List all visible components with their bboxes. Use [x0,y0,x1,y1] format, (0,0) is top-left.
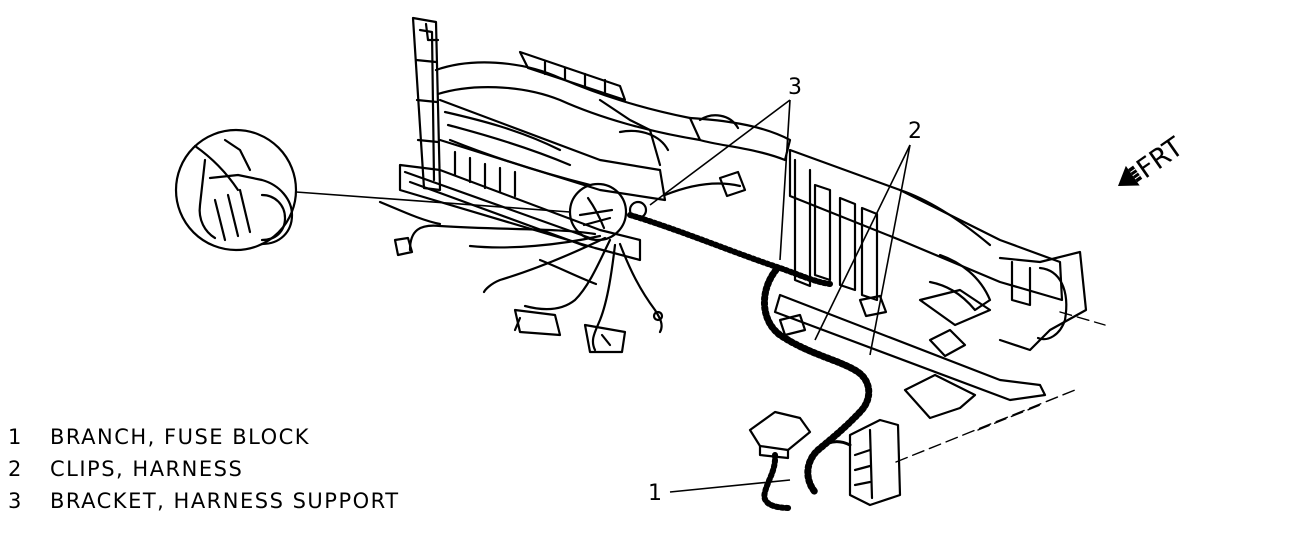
callout-number-3: 3 [788,75,802,100]
callout-3-leader-a [649,99,791,206]
callout-leaders [649,99,911,493]
main-wire-harness [627,170,873,496]
legend-number: 3 [8,489,23,513]
legend-text: CLIPS, HARNESS [50,457,244,481]
front-arrow-icon [1118,165,1143,186]
branch-detail-circle [568,182,648,242]
upper-cross-beam [434,50,792,162]
legend-number: 2 [8,457,23,481]
callout-1-leader [669,479,791,493]
callout-number-1: 1 [648,481,662,506]
legend-text: BRACKET, HARNESS SUPPORT [50,489,400,513]
detail-circle [174,128,298,252]
detail-leader-line [295,191,571,213]
legend-number: 1 [8,425,23,449]
front-direction-indicator: FRT [1118,131,1189,186]
right-frame-assembly [773,148,1088,420]
parts-legend: 1 BRANCH, FUSE BLOCK 2 CLIPS, HARNESS 3 … [8,421,400,517]
legend-item: 2 CLIPS, HARNESS [8,453,400,485]
callout-2-leader-a [814,144,911,341]
legend-item: 3 BRACKET, HARNESS SUPPORT [8,485,400,517]
legend-text: BRANCH, FUSE BLOCK [50,425,311,449]
callout-number-2: 2 [908,119,922,144]
guide-lines [895,311,1106,463]
legend-item: 1 BRANCH, FUSE BLOCK [8,421,400,453]
hanging-connectors [378,200,664,354]
callout-2-leader-b [869,144,911,356]
callout-3-leader-b [779,99,791,261]
left-frame-post [411,16,442,192]
fuse-block-connector [748,410,902,511]
ip-carrier-body [398,98,670,262]
